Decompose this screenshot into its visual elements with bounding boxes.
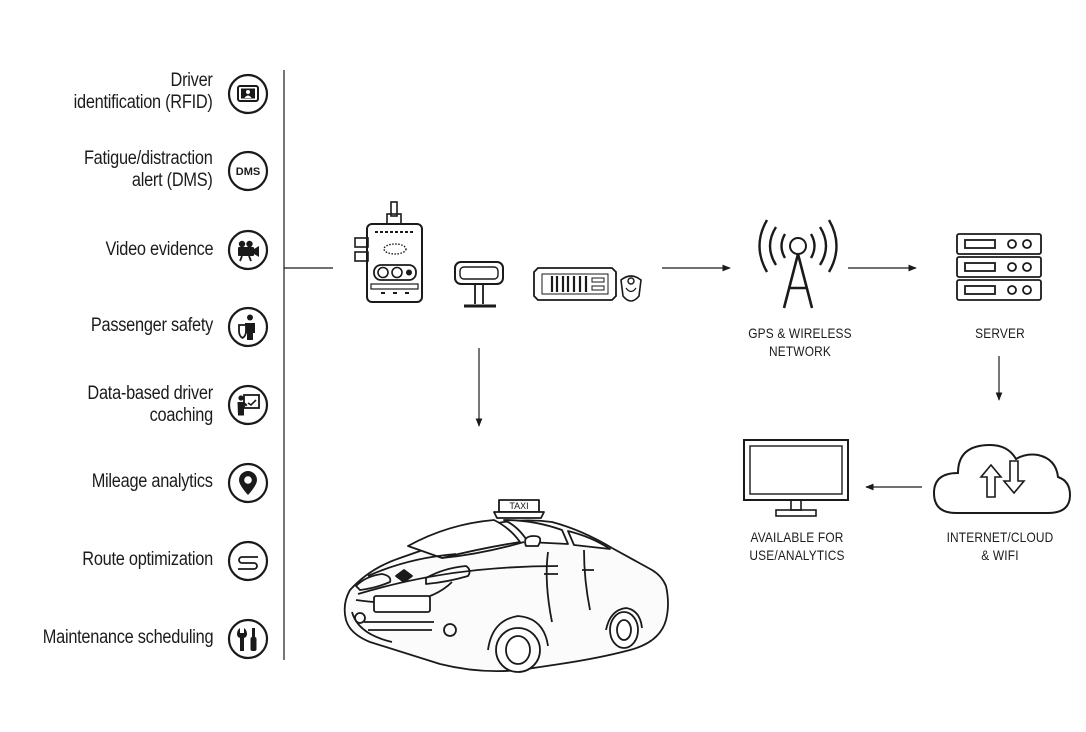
taxi-car-icon: TAXI (343, 499, 669, 673)
feature-label-video-evidence: Video evidence (105, 239, 213, 261)
dashcam-device-icon (354, 201, 423, 303)
feature-label-passenger-safety: Passenger safety (91, 315, 213, 337)
caption-line: NETWORK (768, 343, 831, 359)
server-caption: SERVER (945, 324, 1056, 342)
feature-label-maintenance-scheduling: Maintenance scheduling (42, 627, 213, 649)
feature-line: Driver (170, 70, 213, 91)
network-caption: GPS & WIRELESS NETWORK (741, 324, 860, 360)
caption-line: GPS & WIRELESS (748, 325, 852, 341)
feature-line: Data-based driver (87, 383, 214, 404)
feature-line: identification (RFID) (74, 92, 213, 113)
caption-line: AVAILABLE FOR (750, 529, 844, 545)
feature-label-mileage-analytics: Mileage analytics (92, 471, 213, 493)
rfid-tag-icon (620, 275, 642, 302)
feature-label-driver-identification: Driver identification (RFID) (74, 70, 213, 114)
feature-line: Passenger safety (90, 315, 213, 336)
tools-icon (227, 618, 269, 660)
feature-line: Route optimization (82, 549, 213, 570)
feature-line: Maintenance scheduling (42, 627, 213, 648)
feature-line: Fatigue/distraction (84, 148, 213, 169)
passenger-shield-icon (227, 306, 269, 348)
caption-line: & WIFI (981, 547, 1019, 563)
caption-line: SERVER (975, 325, 1025, 341)
dms-badge-text: DMS (236, 166, 260, 178)
monitor-caption: AVAILABLE FOR USE/ANALYTICS (738, 528, 857, 564)
route-path-icon (227, 540, 269, 582)
rfid-reader-icon (533, 267, 617, 301)
feature-label-route-optimization: Route optimization (82, 549, 213, 571)
feature-line: Mileage analytics (92, 471, 213, 492)
cloud-caption: INTERNET/CLOUD & WIFI (941, 528, 1060, 564)
server-rack-icon (956, 233, 1042, 301)
dms-camera-icon (454, 261, 504, 308)
caption-line: USE/ANALYTICS (749, 547, 845, 563)
feature-line: alert (DMS) (132, 170, 213, 191)
feature-line: coaching (149, 405, 214, 426)
caption-line: INTERNET/CLOUD (946, 529, 1054, 545)
video-camera-icon (227, 229, 269, 271)
taxi-roof-sign: TAXI (509, 501, 528, 511)
monitor-icon (743, 439, 849, 517)
feature-line: Video evidence (105, 239, 213, 260)
driver-id-card-icon (227, 73, 269, 115)
antenna-tower-icon (758, 219, 838, 309)
dms-badge-icon: DMS (227, 150, 269, 192)
cloud-transfer-icon (932, 443, 1072, 514)
location-pin-icon (227, 462, 269, 504)
coaching-board-icon (227, 384, 269, 426)
feature-label-driver-coaching: Data-based driver coaching (87, 383, 214, 427)
feature-label-fatigue-alert: Fatigue/distraction alert (DMS) (84, 148, 213, 192)
